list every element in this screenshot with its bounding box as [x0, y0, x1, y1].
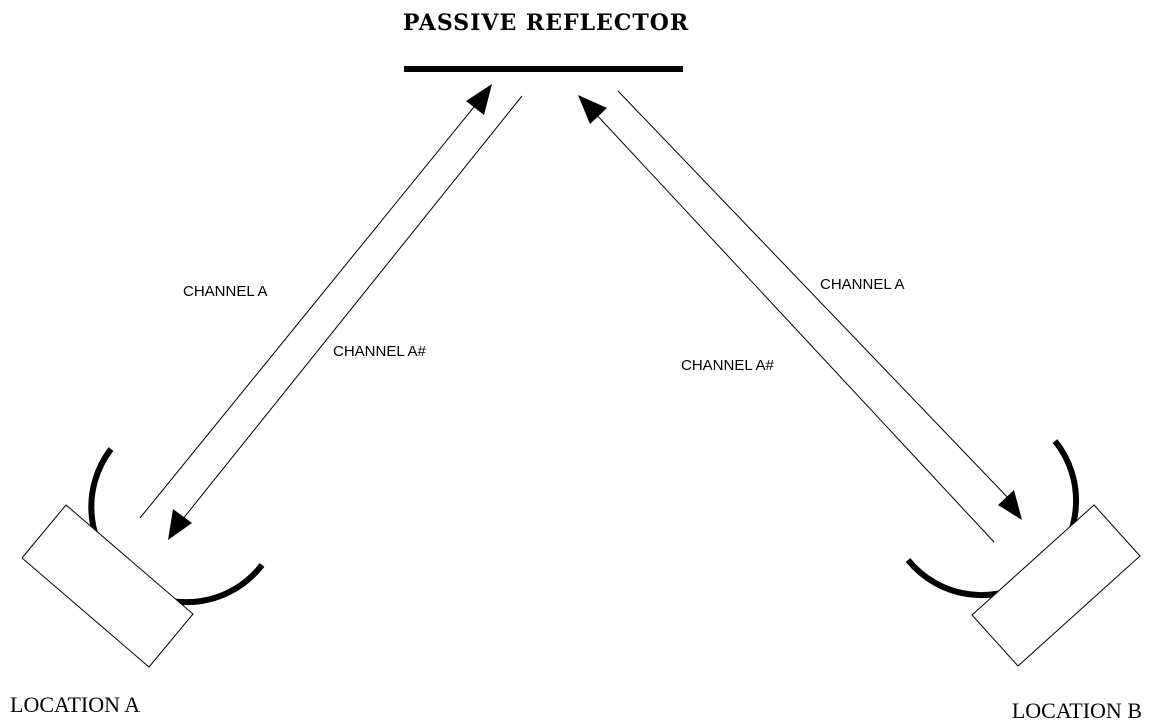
right-channel-a-sharp-line [593, 111, 995, 543]
location-a-label: LOCATION A [10, 692, 140, 717]
right-channel-a-label: CHANNEL A [820, 276, 904, 293]
right-channel-a-line [617, 90, 1013, 503]
location-b-box [971, 504, 1141, 667]
left-channel-a-line [139, 101, 479, 519]
left-channel-a-arrowhead [466, 84, 492, 115]
right-channel-a-arrowhead [998, 490, 1022, 520]
diagram-title: PASSIVE REFLECTOR [403, 10, 689, 36]
right-channel-a-sharp-label: CHANNEL A# [681, 357, 774, 374]
left-channel-a-sharp-label: CHANNEL A# [333, 343, 426, 360]
left-channel-a-sharp-arrowhead [168, 509, 192, 540]
location-a-box [21, 504, 194, 668]
right-channel-a-sharp-arrowhead [578, 95, 607, 124]
left-channel-a-label: CHANNEL A [183, 283, 267, 300]
location-b-label: LOCATION B [1012, 698, 1142, 722]
left-channel-a-sharp-line [181, 95, 523, 521]
